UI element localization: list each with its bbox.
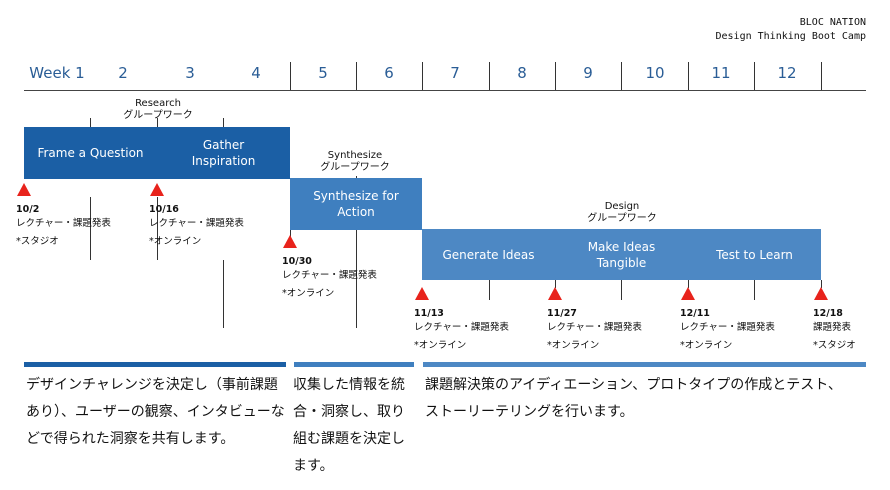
week-label: 3 [185,64,195,82]
event-desc: レクチャー・課題発表 [16,218,111,229]
bar-label-gather: Gather Inspiration [191,138,256,168]
bar-gather-inspiration: Gather Inspiration [157,127,290,179]
event-place: *オンライン [282,288,335,299]
event-marker-icon [283,235,297,248]
phase-label-synthesize: Synthesize グループワーク [305,150,405,174]
event-date: 11/27 [547,308,577,319]
event-marker-icon [150,183,164,196]
timeline-axis-line [24,90,866,91]
event-place: *オンライン [414,340,467,351]
event-label: 12/11 レクチャー・課題発表 *オンライン [680,307,775,353]
event-desc: 課題発表 [813,322,852,333]
event-desc: レクチャー・課題発表 [149,218,244,229]
grid-line [422,62,423,90]
org-name: BLOC NATION [799,17,866,28]
underline-design [423,362,866,367]
bar-label-generate: Generate Ideas [442,247,535,262]
event-date: 10/2 [16,204,40,215]
grid-line [356,176,357,179]
week-label: 9 [583,64,593,82]
event-place: *スタジオ [16,236,59,247]
event-place: *オンライン [149,236,202,247]
grid-line [290,62,291,90]
bar-label-tangible: Make Ideas Tangible [587,239,656,270]
grid-line [621,280,622,300]
event-label: 11/13 レクチャー・課題発表 *オンライン [414,307,509,353]
event-label: 12/18 課題発表 *スタジオ [813,307,856,353]
event-place: *オンライン [547,340,600,351]
event-label: 11/27 レクチャー・課題発表 *オンライン [547,307,642,353]
phase-title-synthesize: Synthesize [327,150,383,161]
event-place: *オンライン [680,340,733,351]
grid-line [356,62,357,90]
grid-line [157,197,158,260]
bar-generate-ideas: Generate Ideas [422,229,555,280]
grid-line [821,280,822,288]
grid-line [754,62,755,90]
bar-make-ideas-tangible: Make Ideas Tangible [555,229,688,280]
event-desc: レクチャー・課題発表 [282,270,377,281]
grid-line [555,62,556,90]
week-label: 5 [318,64,328,82]
event-date: 10/16 [149,204,179,215]
event-label: 10/2 レクチャー・課題発表 *スタジオ [16,203,111,249]
phase-title-research: Research [135,98,181,109]
grid-line [821,62,822,90]
phase-sub-synthesize: グループワーク [320,162,390,173]
grid-line [688,62,689,90]
grid-line [621,62,622,90]
phase-sub-research: グループワーク [123,110,193,121]
event-desc: レクチャー・課題発表 [414,322,509,333]
phase-label-design: Design グループワーク [572,201,672,225]
org-header: BLOC NATION Design Thinking Boot Camp [715,16,866,44]
week-label: 10 [645,64,665,82]
grid-line [223,260,224,328]
grid-line [489,280,490,300]
week-label: 8 [517,64,527,82]
bar-test-to-learn: Test to Learn [688,229,821,280]
bar-synthesize-for-action: Synthesize for Action [290,178,422,230]
grid-line [754,280,755,300]
week-label: 6 [384,64,394,82]
event-marker-icon [17,183,31,196]
program-name: Design Thinking Boot Camp [715,31,866,42]
bar-label-test: Test to Learn [716,247,793,262]
week-label: 4 [251,64,261,82]
grid-line [688,280,689,288]
week-label: 12 [777,64,797,82]
description-synthesize: 収集した情報を統合・洞察し、取り組む課題を決定します。 [293,377,405,474]
grid-line [90,197,91,260]
underline-synthesize [294,362,414,367]
week-label: Week 1 [29,64,85,82]
event-marker-icon [681,287,695,300]
event-desc: レクチャー・課題発表 [547,322,642,333]
week-label: 11 [711,64,731,82]
phase-sub-design: グループワーク [587,213,657,224]
event-marker-icon [548,287,562,300]
bar-label-synthesize: Synthesize for Action [313,189,399,219]
grid-line [356,230,357,328]
phase-title-design: Design [604,201,640,212]
description-research: デザインチャレンジを決定し（事前課題あり）、ユーザーの観察、インタビューなどで得… [26,377,285,447]
event-label: 10/30 レクチャー・課題発表 *オンライン [282,255,377,301]
event-date: 11/13 [414,308,444,319]
phase-label-research: Research グループワーク [108,98,208,122]
grid-line [555,280,556,288]
event-place: *スタジオ [813,340,856,351]
event-date: 12/18 [813,308,843,319]
bar-frame-a-question: Frame a Question [24,127,157,179]
event-marker-icon [415,287,429,300]
grid-line [489,62,490,90]
event-marker-icon [814,287,828,300]
week-label: 2 [118,64,128,82]
event-date: 12/11 [680,308,710,319]
underline-research [24,362,286,367]
week-label: 7 [450,64,460,82]
description-design: 課題解決策のアイディエーション、プロトタイプの作成とテスト、ストーリーテリングを… [425,377,842,420]
event-label: 10/16 レクチャー・課題発表 *オンライン [149,203,244,249]
bar-label-frame: Frame a Question [37,146,144,160]
event-desc: レクチャー・課題発表 [680,322,775,333]
event-date: 10/30 [282,256,312,267]
